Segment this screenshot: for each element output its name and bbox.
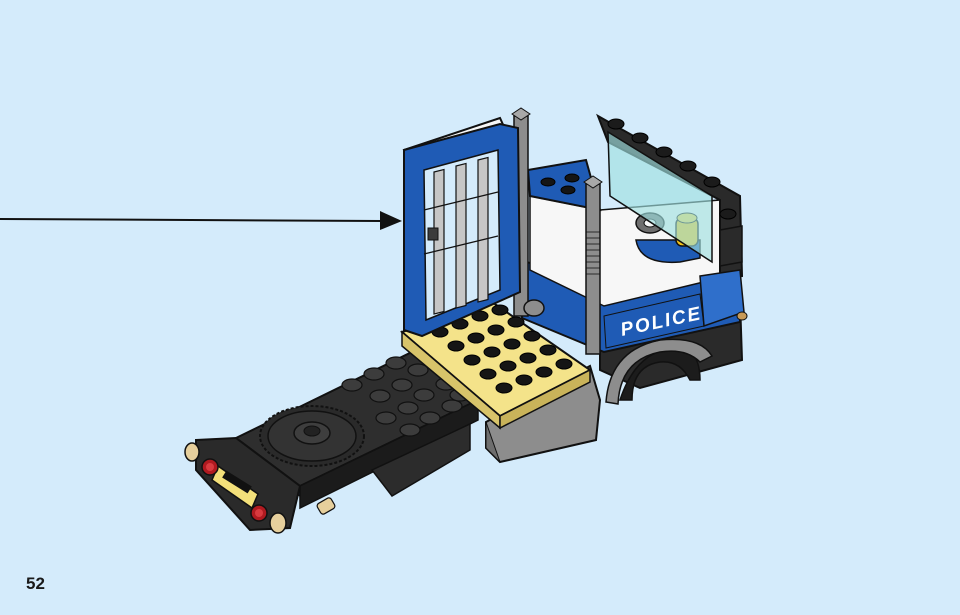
exhaust-pole (583, 175, 603, 355)
truck-cab: POLICE (521, 113, 748, 405)
callout-arrow (0, 211, 402, 230)
jail-door (402, 116, 522, 338)
yellow-plate-section (400, 300, 602, 464)
page-number: 52 (26, 574, 45, 593)
rear-bumper (184, 436, 302, 534)
truck-chassis (184, 346, 658, 534)
turntable-gear (259, 405, 365, 467)
